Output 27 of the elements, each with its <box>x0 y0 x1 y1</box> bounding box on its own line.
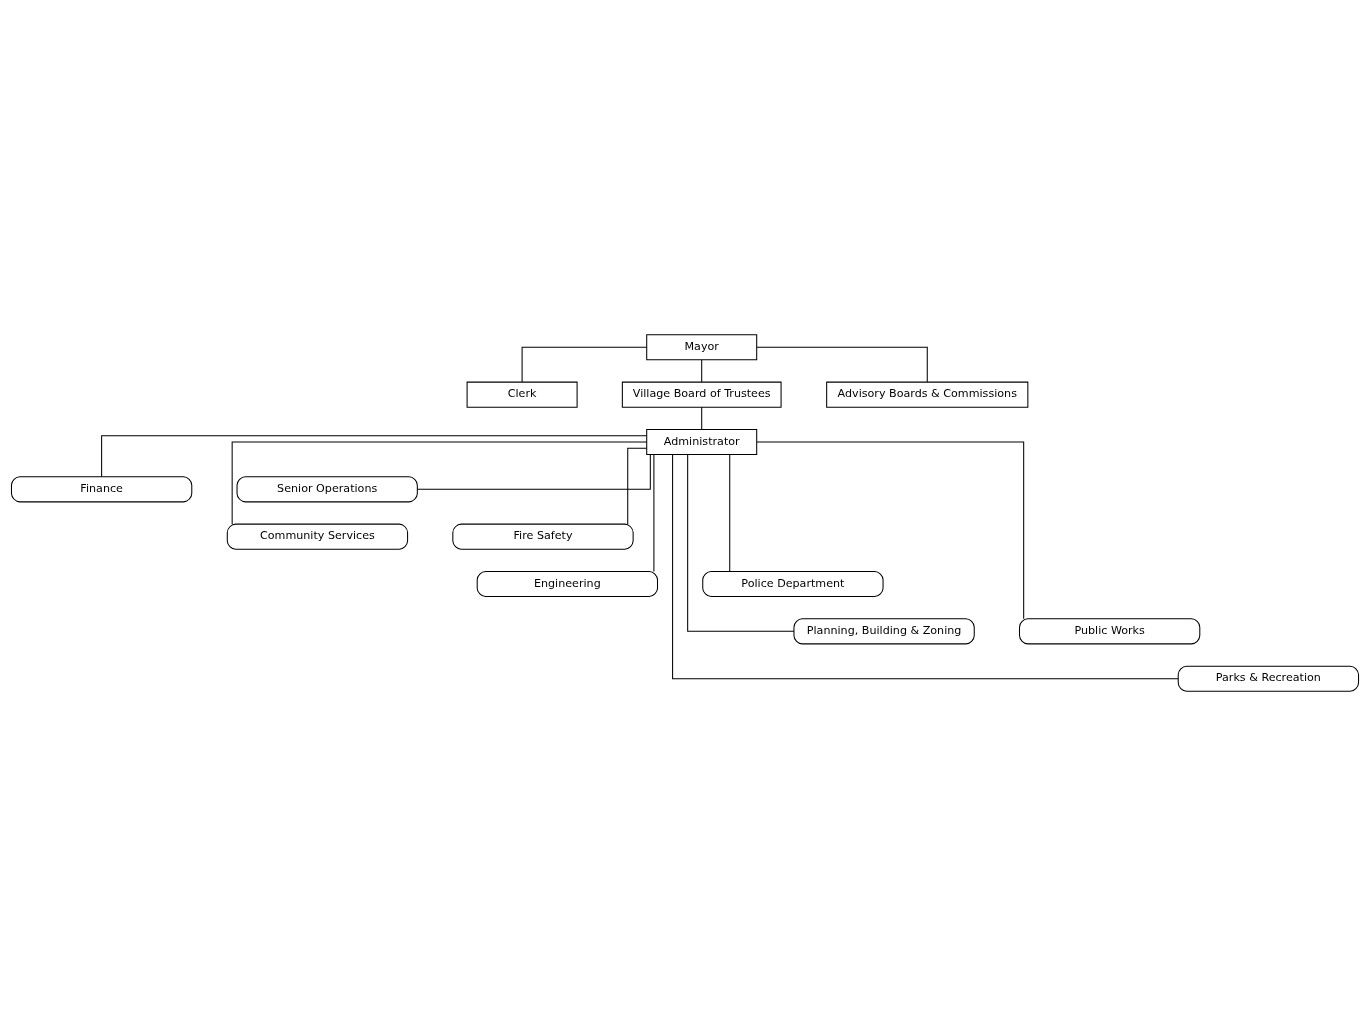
connector <box>101 434 648 477</box>
node-box: Village Board of Trustees <box>621 381 782 408</box>
connector <box>687 453 795 632</box>
connector <box>627 447 648 524</box>
connector <box>231 440 648 525</box>
connector <box>672 453 1179 679</box>
node-box: Parks & Recreation <box>1177 665 1360 692</box>
node-box: Senior Operations <box>236 475 418 502</box>
node-box: Police Department <box>702 570 884 597</box>
connector <box>756 440 1025 619</box>
node-box: Advisory Boards & Commissions <box>826 381 1029 408</box>
connector <box>701 359 703 382</box>
node-box: Clerk <box>466 381 578 408</box>
node-box: Engineering <box>476 570 658 597</box>
node-box: Administrator <box>646 428 758 455</box>
node-box: Finance <box>10 475 193 502</box>
connector <box>416 453 651 490</box>
connector <box>729 453 731 572</box>
connector <box>653 453 655 572</box>
connector <box>756 346 928 382</box>
node-box: Public Works <box>1019 617 1201 644</box>
node-box: Planning, Building & Zoning <box>793 617 975 644</box>
node-box: Community Services <box>226 523 409 550</box>
connector <box>521 346 648 382</box>
connector <box>701 406 703 430</box>
node-box: Fire Safety <box>452 523 634 550</box>
node-box: Mayor <box>646 333 758 360</box>
